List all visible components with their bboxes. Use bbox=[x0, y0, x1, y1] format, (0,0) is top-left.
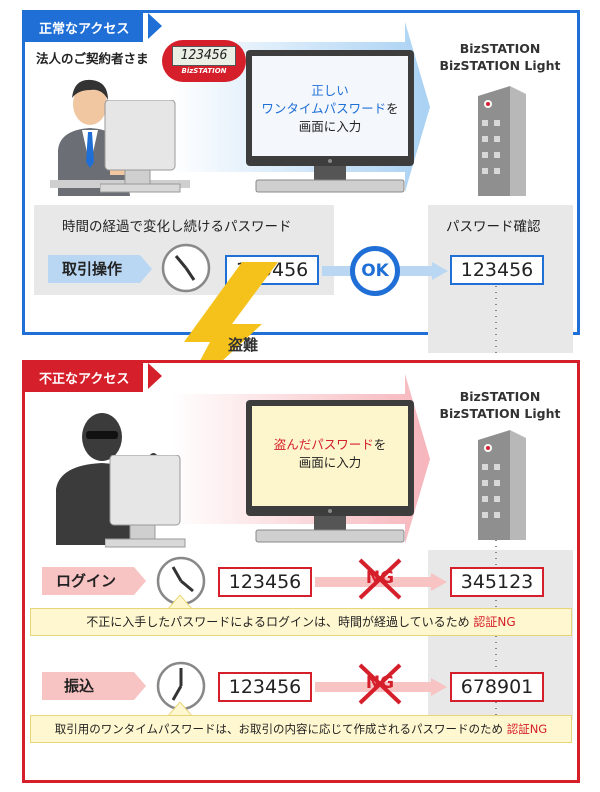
login-ng-label: NG bbox=[365, 568, 395, 588]
changing-password-label: 時間の経過で変化し続けるパスワード bbox=[62, 219, 292, 235]
normal-clock-icon bbox=[161, 243, 211, 293]
normal-access-tab-label: 正常なアクセス bbox=[39, 22, 130, 37]
login-password-box: 123456 bbox=[218, 567, 312, 597]
login-ng-cross-icon bbox=[358, 558, 402, 600]
transfer-ng-label: NG bbox=[365, 673, 395, 693]
transfer-note: 取引用のワンタイムパスワードは、お取引の内容に応じて作成されるパスワードのため … bbox=[30, 715, 572, 743]
fraud-access-tab-label: 不正なアクセス bbox=[39, 372, 130, 387]
customer-label: 法人のご契約者さま bbox=[36, 51, 149, 66]
transfer-server-password-box: 678901 bbox=[450, 672, 544, 702]
operation-chip-label: 取引操作 bbox=[62, 260, 123, 278]
normal-screen-line2: ワンタイムパスワードを bbox=[252, 100, 408, 118]
fraud-service-line1: BizSTATION bbox=[459, 389, 541, 404]
transfer-chip-label: 振込 bbox=[64, 677, 95, 695]
transfer-note-accent: 認証NG bbox=[506, 722, 548, 736]
fraud-screen-line1-tail: を bbox=[373, 437, 387, 452]
normal-screen-line2-tail: を bbox=[386, 101, 399, 116]
transfer-chip-shape bbox=[42, 672, 146, 700]
fraud-service-line2: BizSTATION Light bbox=[439, 406, 561, 421]
login-chip-shape bbox=[42, 567, 146, 595]
fraud-access-tab: 不正なアクセス bbox=[25, 363, 158, 392]
ok-badge: OK bbox=[350, 246, 400, 296]
ok-label: OK bbox=[361, 261, 389, 281]
password-confirm-label: パスワード確認 bbox=[446, 219, 541, 235]
fraud-screen-line2: 画面に入力 bbox=[298, 455, 362, 470]
fraud-screen-line1-accent: 盗んだパスワード bbox=[273, 437, 374, 452]
token-brand: BizSTATION bbox=[181, 67, 227, 75]
normal-dotted-line bbox=[495, 286, 497, 356]
normal-bank-building-icon bbox=[478, 86, 526, 196]
normal-screen-line3: 画面に入力 bbox=[298, 119, 362, 134]
fraud-tab-arrow bbox=[148, 363, 162, 389]
fraud-service-name: BizSTATION BizSTATION Light bbox=[430, 388, 570, 422]
operation-chip-shape bbox=[48, 255, 152, 283]
normal-service-line2: BizSTATION Light bbox=[439, 58, 561, 73]
fraud-bank-building-icon bbox=[478, 430, 526, 540]
normal-access-tab: 正常なアクセス bbox=[25, 13, 158, 42]
transfer-note-text: 取引用のワンタイムパスワードは、お取引の内容に応じて作成されるパスワードのため bbox=[54, 722, 507, 736]
login-note-pointer bbox=[168, 595, 192, 609]
login-clock-icon bbox=[156, 556, 206, 606]
token-display-value: 123456 bbox=[180, 48, 228, 63]
login-note: 不正に入手したパスワードによるログインは、時間が経過しているため 認証NG bbox=[30, 608, 572, 636]
normal-server-password-box: 123456 bbox=[450, 255, 544, 285]
normal-screen-line1: 正しい bbox=[311, 83, 349, 98]
fraud-monitor bbox=[246, 400, 414, 543]
transfer-password-box: 123456 bbox=[218, 672, 312, 702]
fraud-screen-text: 盗んだパスワードを 画面に入力 bbox=[252, 436, 408, 472]
theft-label: 盗難 bbox=[228, 336, 259, 354]
normal-service-name: BizSTATION BizSTATION Light bbox=[430, 40, 570, 74]
transfer-ng-cross-icon bbox=[358, 663, 402, 705]
login-note-text: 不正に入手したパスワードによるログインは、時間が経過しているため bbox=[86, 615, 474, 629]
login-chip-label: ログイン bbox=[56, 572, 117, 590]
thief-computer bbox=[105, 455, 186, 548]
normal-service-line1: BizSTATION bbox=[459, 41, 541, 56]
fraud-screen-line1: 盗んだパスワードを bbox=[252, 436, 408, 454]
token-screen: 123456 bbox=[172, 46, 236, 66]
token-device: 123456 BizSTATION bbox=[162, 40, 246, 82]
normal-tab-arrow bbox=[148, 13, 162, 39]
login-server-password-box: 345123 bbox=[450, 567, 544, 597]
normal-monitor bbox=[246, 50, 414, 193]
customer-computer bbox=[100, 100, 181, 193]
normal-screen-line2-accent: ワンタイムパスワード bbox=[261, 101, 387, 116]
login-note-accent: 認証NG bbox=[473, 615, 516, 629]
transfer-note-pointer bbox=[168, 702, 192, 716]
normal-screen-text: 正しい ワンタイムパスワードを 画面に入力 bbox=[252, 82, 408, 136]
